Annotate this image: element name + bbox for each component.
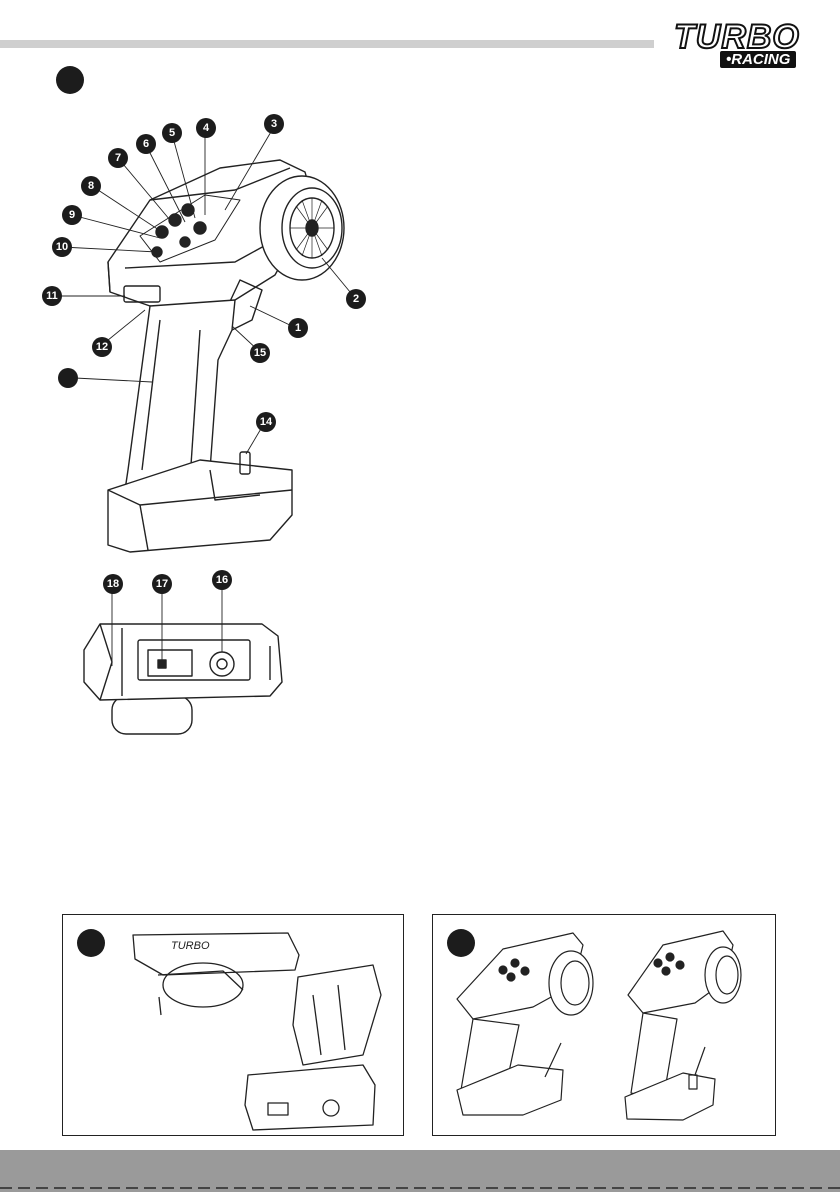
callout-3: 3 — [264, 114, 284, 134]
callout-12: 12 — [92, 337, 112, 357]
panel-c — [432, 914, 776, 1136]
callout-7: 7 — [108, 148, 128, 168]
callout-1: 1 — [288, 318, 308, 338]
callout-14: 14 — [256, 412, 276, 432]
footer-bar — [0, 1150, 840, 1192]
callout-2: 2 — [346, 289, 366, 309]
callout-8: 8 — [81, 176, 101, 196]
callout-17: 17 — [152, 574, 172, 594]
callout-9: 9 — [62, 205, 82, 225]
callout-6: 6 — [136, 134, 156, 154]
callout-10: 10 — [52, 237, 72, 257]
panel-b: TURBO — [62, 914, 404, 1136]
callout-5: 5 — [162, 123, 182, 143]
callout-11: 11 — [42, 286, 62, 306]
transmitter-variants-view — [433, 915, 775, 1135]
callout-4: 4 — [196, 118, 216, 138]
svg-text:TURBO: TURBO — [171, 940, 210, 952]
callout-18: 18 — [103, 574, 123, 594]
callout-13-marker — [58, 368, 78, 388]
callout-15: 15 — [250, 343, 270, 363]
callout-16: 16 — [212, 570, 232, 590]
transmitter-folded-view: TURBO — [63, 915, 403, 1135]
footer-cut-line — [0, 1187, 840, 1189]
